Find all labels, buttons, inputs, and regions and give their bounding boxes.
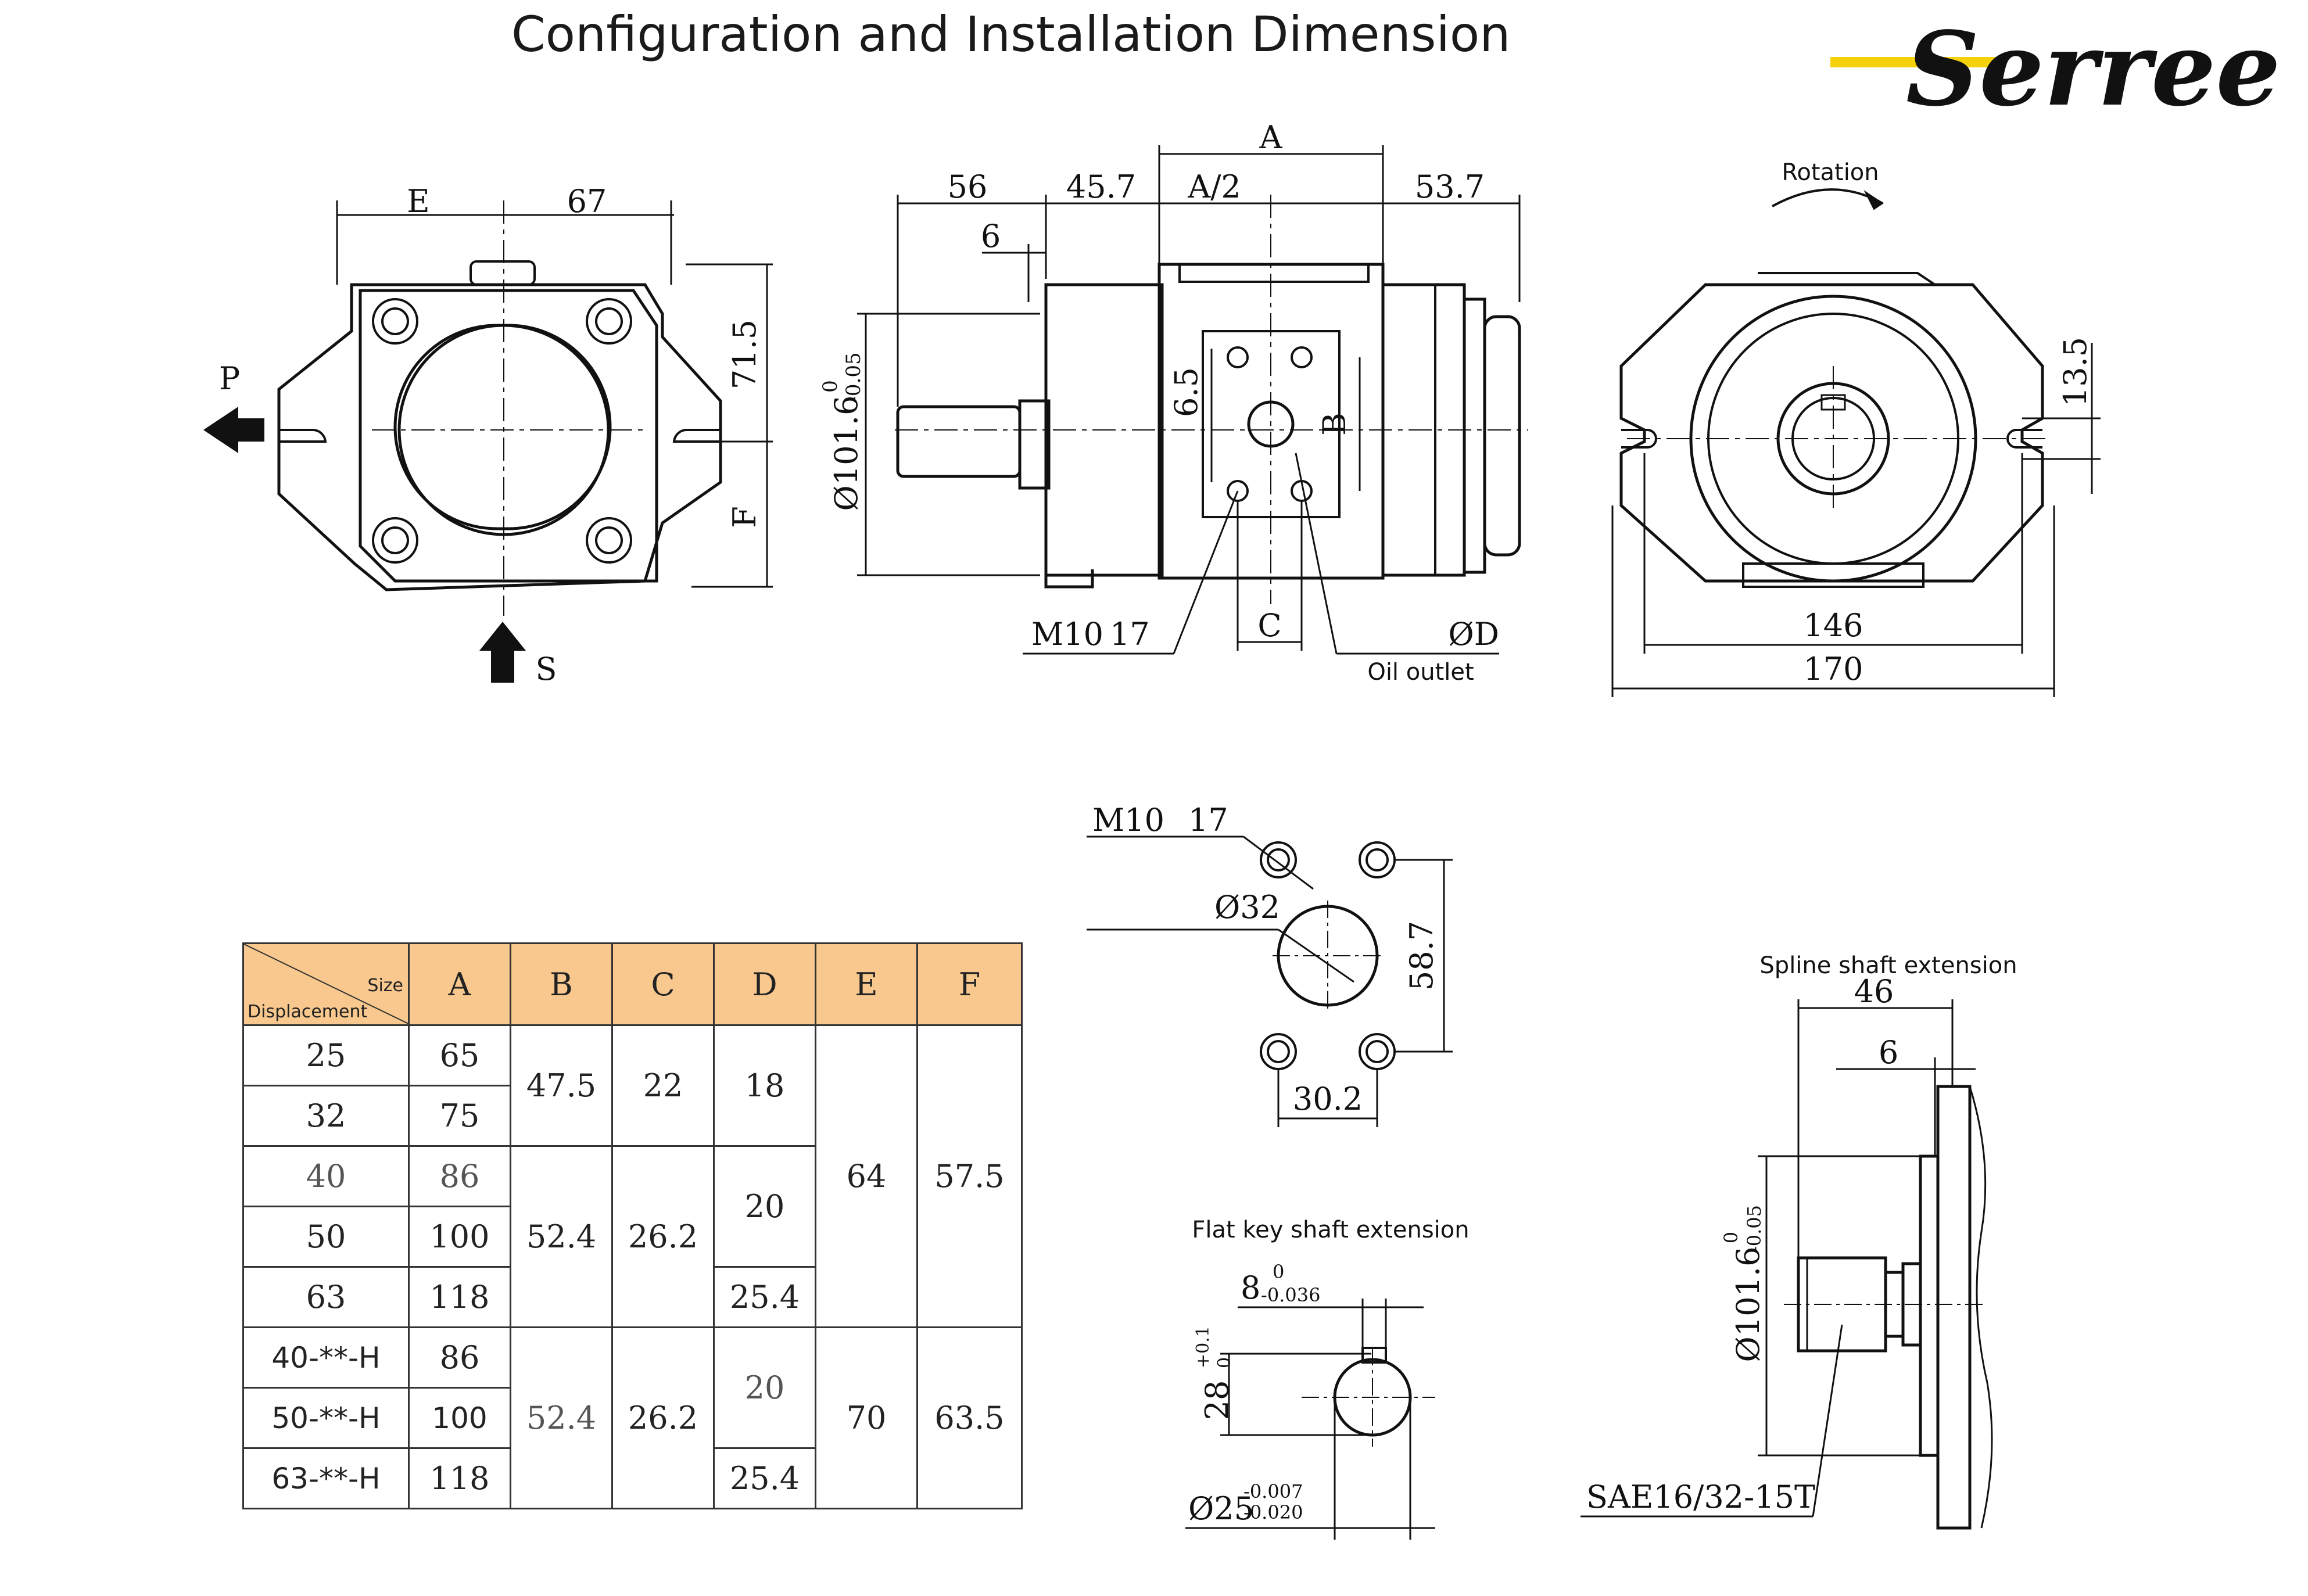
header-a: A: [408, 942, 511, 1026]
table-header-row: Size Displacement A B C D E F: [242, 942, 1023, 1026]
table-row: 63-**-H 118 25.4: [242, 1447, 1022, 1509]
spline-dia: Ø101.6: [1730, 1247, 1766, 1362]
side-thread: M10: [1031, 616, 1103, 652]
table-row: 40-**-H 86 52.4 26.2 20 70 63.5: [242, 1326, 1023, 1509]
dim-b: B: [1316, 413, 1353, 436]
dim-30-2: 30.2: [1293, 1081, 1363, 1117]
spline-detail: Spline shaft extension 46 6 Ø101.6 0 -0.…: [1581, 952, 2017, 1530]
key-width: 8: [1241, 1269, 1260, 1306]
key-height: 28: [1199, 1380, 1235, 1421]
arrow-up-icon: [479, 622, 526, 683]
dim-58-7: 58.7: [1403, 921, 1440, 991]
tol-upper: 0: [819, 380, 842, 393]
spline-spec: SAE16/32-15T: [1586, 1479, 1815, 1515]
header-b: B: [510, 942, 613, 1026]
dim-46: 46: [1854, 973, 1894, 1010]
table-row: 40 86 52.4 26.2 20: [242, 1145, 1022, 1328]
header-c: C: [611, 942, 715, 1026]
flat-key-title: Flat key shaft extension: [1192, 1217, 1469, 1243]
spline-dim-6: 6: [1879, 1034, 1898, 1071]
page-title: Configuration and Installation Dimension: [511, 6, 1511, 63]
dia-tol-upper: -0.007: [1243, 1480, 1303, 1502]
dim-6-5: 6.5: [1168, 367, 1205, 417]
oil-outlet-label: Oil outlet: [1367, 659, 1474, 686]
port-p: P: [219, 360, 240, 397]
dim-a2: A/2: [1187, 168, 1241, 205]
key-dia: Ø25: [1188, 1490, 1254, 1527]
spline-title: Spline shaft extension: [1759, 952, 2017, 979]
flange-thread: M10: [1092, 802, 1164, 838]
header-f: F: [916, 942, 1023, 1026]
dim-13-5: 13.5: [2057, 337, 2094, 407]
header-corner: Size Displacement: [242, 942, 410, 1026]
table-row: 63 118 25.4: [242, 1266, 1022, 1328]
dim-f: F: [726, 506, 763, 528]
tol-lower: -0.05: [842, 352, 865, 403]
port-s: S: [536, 651, 557, 687]
dim-56: 56: [948, 168, 988, 205]
arrow-left-icon: [203, 407, 264, 453]
rear-view: Rotation 13.5 146 170: [1611, 159, 2101, 697]
header-d: D: [713, 942, 816, 1026]
header-e: E: [815, 942, 918, 1026]
rotation-label: Rotation: [1782, 159, 1879, 186]
dim-c: C: [1257, 607, 1281, 644]
dim-e: E: [407, 183, 429, 220]
rotation-arrow-icon: [1863, 190, 1884, 210]
side-thread-depth: 17: [1110, 616, 1150, 652]
key-tol-lower: -0.036: [1261, 1284, 1320, 1306]
spec-table: Size Displacement A B C D E F 25 65 47.5…: [242, 942, 1023, 1509]
table-row: 50-**-H 100: [242, 1387, 1022, 1449]
dia-shaft: Ø101.6: [828, 396, 865, 511]
flange-dia: Ø32: [1214, 889, 1280, 926]
dim-170: 170: [1803, 651, 1863, 687]
spline-tol-upper: 0: [1720, 1232, 1742, 1243]
dia-tol-lower: -0.020: [1243, 1501, 1303, 1523]
table-row: 25 65 47.5 22 18 64 57.5: [242, 1024, 1023, 1328]
height-tol-upper: +0.1: [1193, 1326, 1213, 1368]
dim-d: ØD: [1448, 616, 1499, 652]
flat-key-detail: Flat key shaft extension 8 0 -0.036 28 +…: [1185, 1217, 1470, 1540]
dim-45-7: 45.7: [1066, 168, 1136, 205]
flange-detail: M10 17 Ø32 58.7 30.2: [1087, 802, 1453, 1127]
spline-tol-lower: -0.05: [1743, 1205, 1765, 1253]
dim-67: 67: [567, 183, 607, 220]
serreen-logo: Serreen: [1830, 12, 2284, 122]
side-view: A 56 45.7 A/2 53.7 6 Ø101.6 0 -0.05: [819, 119, 1528, 686]
dim-146: 146: [1803, 607, 1863, 644]
table-row: 50 100: [242, 1206, 1022, 1268]
flange-thread-depth: 17: [1188, 802, 1228, 838]
key-tol-upper: 0: [1273, 1261, 1284, 1283]
height-tol-lower: 0: [1214, 1357, 1235, 1368]
logo-wordmark: Serreen: [1906, 12, 2284, 122]
dim-71-5: 71.5: [726, 320, 763, 389]
dim-6: 6: [981, 218, 1001, 254]
dim-53-7: 53.7: [1415, 168, 1485, 205]
table-row: 32 75: [242, 1085, 1022, 1147]
front-view: E 67 71.5 F P S: [203, 183, 773, 687]
dim-a: A: [1259, 119, 1283, 156]
